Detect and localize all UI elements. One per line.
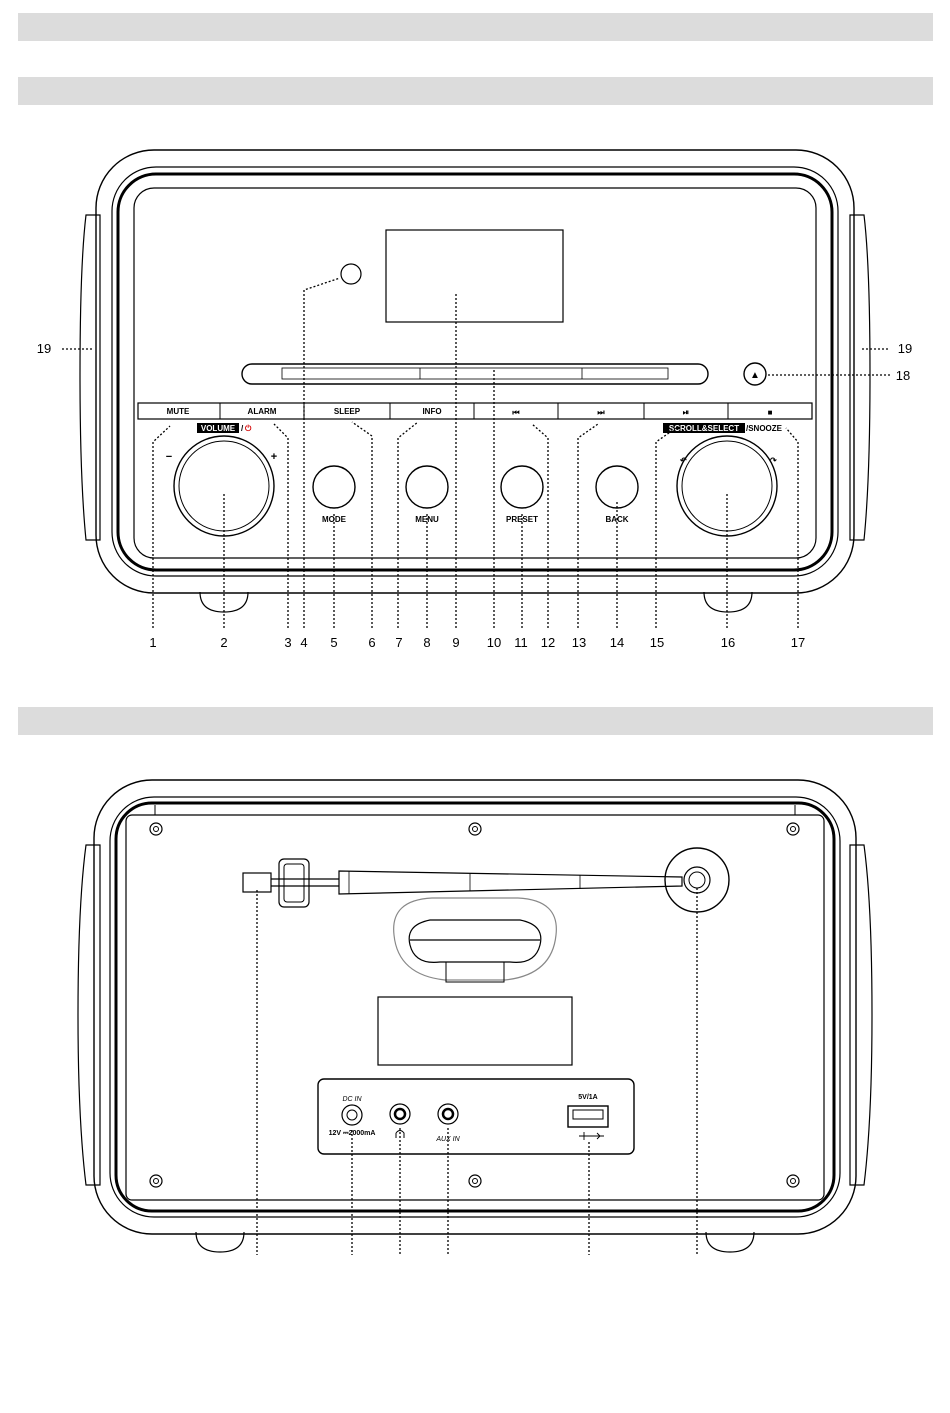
callout-number: 18 [896, 368, 910, 383]
callout-number: 10 [487, 635, 501, 650]
headphone-jack[interactable] [390, 1104, 410, 1124]
callout-number: 15 [650, 635, 664, 650]
screw [469, 823, 481, 835]
usb-rating-label: 5V/1A [578, 1094, 597, 1101]
callout-number: 19 [898, 341, 912, 356]
carry-handle-inner [409, 920, 541, 962]
screw [150, 1175, 162, 1187]
right-side-panel [850, 215, 870, 540]
front-view [80, 150, 870, 612]
scroll-select-knob[interactable] [677, 436, 777, 536]
rear-frame [116, 803, 834, 1211]
power-icon: ⏻ [245, 424, 252, 433]
info-label: INFO [422, 407, 441, 416]
callout-number: 5 [330, 635, 337, 650]
remote-sensor [341, 264, 361, 284]
callout-number: 4 [300, 635, 307, 650]
connector-panel [318, 1079, 634, 1154]
rotate-left-icon: ↶ [679, 456, 687, 465]
front-callouts: 1 2 3 4 5 6 7 8 9 10 11 12 13 14 15 16 1… [37, 341, 912, 650]
screw [787, 1175, 799, 1187]
volume-label: VOLUME [201, 424, 236, 433]
round-button-labels: MODE MENU PRESET BACK ▲ [322, 370, 760, 524]
play-pause-icon: ⏯ [683, 408, 689, 417]
button-strip-labels: MUTE ALARM SLEEP INFO ⏮ ⏭ ⏯ ■ [167, 407, 773, 417]
callout-number: 6 [368, 635, 375, 650]
cd-slot [242, 364, 708, 384]
front-frame [118, 174, 832, 570]
menu-button[interactable] [406, 466, 448, 508]
carry-handle-outer [394, 898, 557, 980]
screw [469, 1175, 481, 1187]
scroll-select-knob-inner [682, 441, 772, 531]
button-strip [138, 403, 812, 419]
cd-slot-inner [282, 368, 668, 379]
cabinet-outer [96, 150, 854, 593]
screw [787, 823, 799, 835]
dc-in-jack[interactable] [342, 1105, 362, 1125]
usb-icon [579, 1132, 604, 1140]
screw [150, 823, 162, 835]
callout-number: 1 [149, 635, 156, 650]
scroll-select-label: SCROLL&SELECT [669, 424, 739, 433]
antenna-rod [339, 871, 682, 894]
previous-icon: ⏮ [512, 408, 519, 417]
callout-number: 16 [721, 635, 735, 650]
eject-icon: ▲ [750, 370, 760, 381]
preset-button[interactable] [501, 466, 543, 508]
aux-in-jack[interactable] [438, 1104, 458, 1124]
right-foot [704, 592, 752, 612]
callout-number: 7 [395, 635, 402, 650]
callout-number: 14 [610, 635, 624, 650]
label-plate [378, 997, 572, 1065]
cabinet-inner [112, 167, 838, 576]
cabinet-outer [94, 780, 856, 1234]
antenna-base [665, 848, 729, 912]
rotate-right-icon: ↷ [770, 456, 777, 465]
snooze-label: /SNOOZE [746, 424, 783, 433]
mute-label: MUTE [167, 407, 190, 416]
display-screen [386, 230, 563, 322]
back-button[interactable] [596, 466, 638, 508]
right-side-panel [850, 845, 872, 1185]
callout-number: 11 [514, 635, 528, 650]
next-icon: ⏭ [597, 408, 605, 417]
callout-number: 3 [284, 635, 291, 650]
alarm-label: ALARM [248, 407, 277, 416]
knob-labels: VOLUME / ⏻ − + SCROLL&SELECT /SNOOZE ↶ ↷ [166, 423, 783, 465]
sleep-label: SLEEP [334, 407, 361, 416]
mode-button[interactable] [313, 466, 355, 508]
left-side-panel [78, 845, 100, 1185]
callout-number: 17 [791, 635, 805, 650]
callout-number: 19 [37, 341, 51, 356]
callout-number: 13 [572, 635, 586, 650]
antenna-tip [243, 873, 271, 892]
stop-icon: ■ [768, 408, 773, 417]
callout-number: 12 [541, 635, 555, 650]
usb-port[interactable] [568, 1106, 608, 1127]
volume-knob-inner [179, 441, 269, 531]
front-panel [134, 188, 816, 558]
left-side-panel [80, 215, 100, 540]
right-foot [706, 1232, 754, 1252]
rear-view [78, 780, 872, 1252]
volume-plus: + [271, 451, 277, 463]
left-foot [196, 1232, 244, 1252]
rear-panel [126, 815, 824, 1200]
callout-number: 8 [423, 635, 430, 650]
dc-in-label: DC IN [342, 1096, 362, 1103]
callout-number: 9 [452, 635, 459, 650]
volume-minus: − [166, 451, 172, 463]
volume-knob[interactable] [174, 436, 274, 536]
callout-number: 2 [220, 635, 227, 650]
svg-text:/: / [241, 424, 244, 433]
rear-labels: DC IN 12V ⎓2000mA AUX IN 5V/1A [329, 1094, 598, 1143]
